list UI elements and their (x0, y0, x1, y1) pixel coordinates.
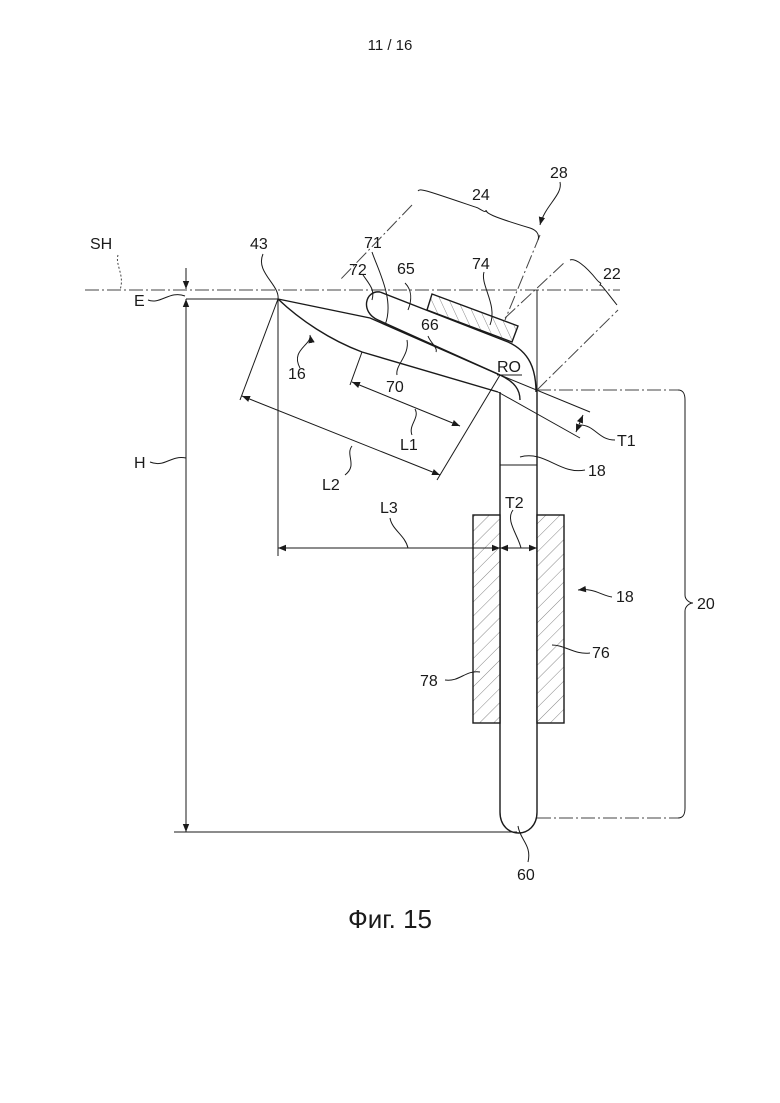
bracket-24-right (505, 235, 540, 320)
leader-28 (540, 182, 560, 225)
block-76 (537, 515, 564, 723)
leader-70 (397, 340, 408, 375)
label-h: H (134, 455, 146, 472)
label-18-lower: 18 (616, 589, 634, 606)
leader-16 (297, 335, 310, 368)
label-t2: T2 (505, 495, 524, 512)
t1-ext-upper (500, 375, 590, 412)
label-24: 24 (472, 187, 490, 204)
page-number: 11 / 16 (368, 37, 413, 54)
label-l1: L1 (400, 437, 418, 454)
block-78 (473, 515, 500, 723)
label-72: 72 (349, 262, 367, 279)
strip-18 (500, 390, 537, 833)
leader-65 (405, 283, 411, 310)
leader-43 (261, 254, 278, 299)
leader-l1 (411, 409, 416, 435)
label-70: 70 (386, 379, 404, 396)
label-71: 71 (364, 235, 382, 252)
label-l2: L2 (322, 477, 340, 494)
label-43: 43 (250, 236, 268, 253)
label-78: 78 (420, 673, 438, 690)
leader-t1 (580, 425, 615, 440)
t1-dimension-line (576, 415, 583, 432)
figure-caption: Фиг. 15 (348, 904, 432, 934)
h-leader (150, 458, 186, 464)
t1-ext-lower (498, 392, 580, 438)
label-ro: RO (497, 359, 521, 376)
label-t1: T1 (617, 433, 636, 450)
label-22: 22 (603, 266, 621, 283)
sh-leader (117, 255, 121, 290)
label-l3: L3 (380, 500, 398, 517)
leader-18-upper (520, 456, 585, 471)
label-66: 66 (421, 317, 439, 334)
l2-extension-left (240, 299, 278, 400)
leader-71 (372, 252, 388, 325)
label-60: 60 (517, 867, 535, 884)
l1-l2-extension-right (437, 375, 500, 480)
label-16: 16 (288, 366, 306, 383)
label-e: E (134, 293, 145, 310)
label-18-upper: 18 (588, 463, 606, 480)
label-sh: SH (90, 236, 112, 253)
l2-dimension-line (242, 396, 440, 475)
leader-l3 (390, 518, 408, 548)
pad-74 (427, 294, 518, 342)
label-28: 28 (550, 165, 568, 182)
label-20: 20 (697, 596, 715, 613)
e-leader (148, 295, 185, 301)
label-65: 65 (397, 261, 415, 278)
bracket-22-lower (537, 310, 618, 390)
leader-l2 (345, 446, 352, 475)
leader-t2 (510, 510, 521, 548)
l1-dimension-line (352, 382, 460, 426)
brace-20 (678, 390, 693, 818)
label-74: 74 (472, 256, 490, 273)
label-76: 76 (592, 645, 610, 662)
l1-extension-left (350, 352, 362, 385)
leader-18-lower (578, 590, 612, 597)
